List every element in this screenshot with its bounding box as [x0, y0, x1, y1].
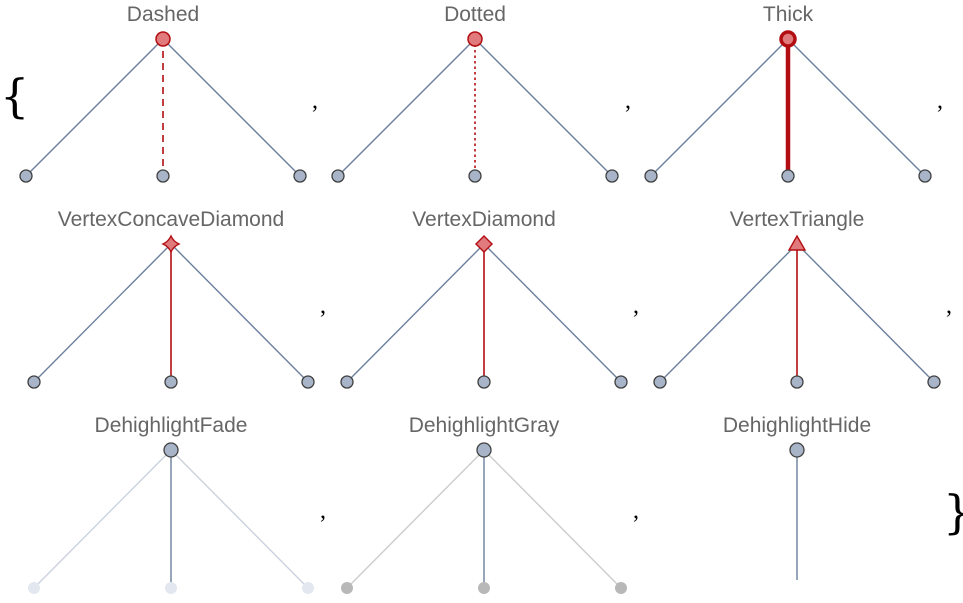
leaf-vertex-right — [614, 375, 628, 389]
edge-left — [346, 449, 485, 589]
edge-left — [659, 243, 798, 383]
separator-comma: , — [633, 293, 639, 319]
panel-title: Thick — [763, 3, 814, 26]
edge-right — [170, 449, 309, 589]
leaf-vertex-right — [615, 582, 627, 594]
separator-comma: , — [946, 293, 952, 319]
panel-title: VertexDiamond — [412, 208, 556, 231]
leaf-vertex-left — [19, 169, 33, 183]
root-vertex — [779, 30, 797, 48]
leaf-vertex-right — [605, 169, 619, 183]
panel-thick: Thick — [644, 3, 932, 183]
panel-dehighlight-fade: DehighlightFade — [28, 414, 314, 594]
leaf-vertex-right — [301, 375, 315, 389]
panel-title: VertexConcaveDiamond — [58, 208, 284, 231]
leaf-vertex-left — [27, 375, 41, 389]
edge-right — [787, 38, 926, 177]
leaf-vertex-center — [781, 169, 795, 183]
leaf-vertex-left — [340, 375, 354, 389]
leaf-vertex-center — [478, 582, 490, 594]
panel-title: Dashed — [127, 3, 199, 26]
edge-left — [650, 38, 789, 177]
open-brace: { — [0, 69, 29, 123]
edge-right — [483, 243, 622, 383]
separator-comma: , — [625, 88, 631, 114]
separator-comma: , — [937, 88, 943, 114]
close-brace: } — [943, 485, 963, 539]
root-vertex — [155, 31, 171, 47]
panel-title: DehighlightFade — [95, 414, 248, 437]
edge-left — [337, 38, 476, 177]
panel-title: DehighlightGray — [409, 414, 560, 437]
panel-dehighlight-gray: DehighlightGray — [341, 414, 627, 594]
separator-comma: , — [320, 498, 326, 524]
leaf-vertex-left — [644, 169, 658, 183]
edge-right — [483, 449, 622, 589]
panel-title: Dotted — [444, 3, 506, 26]
edge-left — [346, 243, 485, 383]
edge-right — [162, 38, 301, 177]
leaf-vertex-center — [477, 375, 491, 389]
leaf-vertex-left — [28, 582, 40, 594]
root-vertex-triangle — [787, 234, 807, 251]
separator-comma: , — [312, 88, 318, 114]
leaf-vertex-right — [293, 169, 307, 183]
edge-right — [474, 38, 613, 177]
root-vertex — [163, 442, 179, 458]
root-vertex-concave-diamond — [161, 234, 181, 254]
leaf-vertex-center — [164, 375, 178, 389]
panel-dehighlight-hide: DehighlightHide — [723, 414, 871, 580]
leaf-vertex-left — [653, 375, 667, 389]
leaf-vertex-right — [927, 375, 941, 389]
root-vertex — [467, 31, 483, 47]
edge-left — [33, 449, 172, 589]
leaf-vertex-center — [468, 169, 482, 183]
leaf-vertex-left — [341, 582, 353, 594]
edge-right — [170, 243, 309, 383]
panel-vertex-diamond: VertexDiamond — [340, 208, 628, 389]
edge-left — [33, 243, 172, 383]
root-vertex-diamond — [475, 235, 493, 253]
leaf-vertex-center — [156, 169, 170, 183]
panel-title: DehighlightHide — [723, 414, 871, 437]
leaf-vertex-center — [790, 375, 804, 389]
panel-title: VertexTriangle — [730, 208, 865, 231]
panel-vertex-triangle: VertexTriangle — [653, 208, 941, 389]
panel-dotted: Dotted — [331, 3, 619, 183]
panel-vertex-concave-diamond: VertexConcaveDiamond — [27, 208, 315, 389]
leaf-vertex-right — [302, 582, 314, 594]
leaf-vertex-left — [331, 169, 345, 183]
edge-right — [796, 243, 935, 383]
panel-dashed: Dashed — [19, 3, 307, 183]
leaf-vertex-right — [918, 169, 932, 183]
separator-comma: , — [633, 498, 639, 524]
leaf-vertex-center — [165, 582, 177, 594]
edge-left — [25, 38, 164, 177]
separator-comma: , — [320, 293, 326, 319]
root-vertex — [789, 442, 805, 458]
root-vertex — [476, 442, 492, 458]
